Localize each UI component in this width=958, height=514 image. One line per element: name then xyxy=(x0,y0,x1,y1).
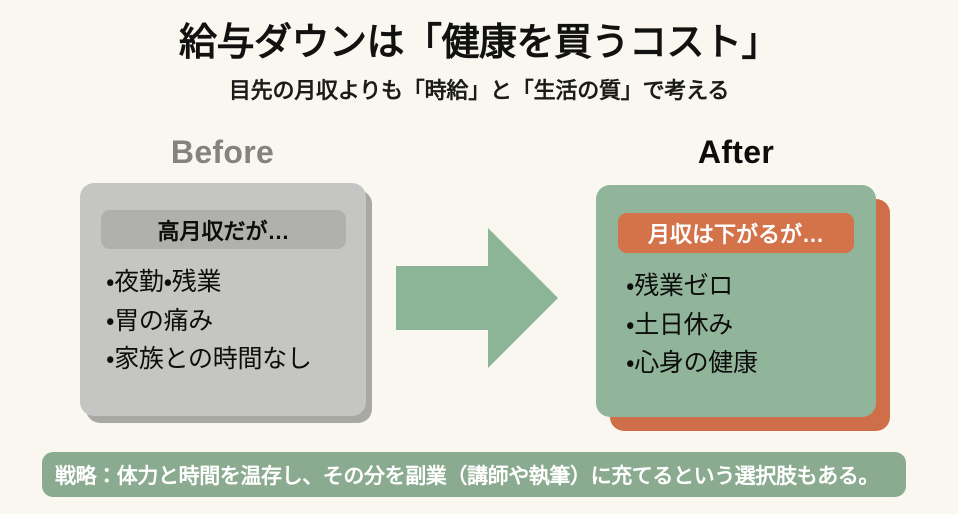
card-before: 高月収だが… ・夜勤・残業 ・胃の痛み ・家族との時間なし xyxy=(80,183,380,433)
list-item: ・夜勤・残業 xyxy=(106,268,222,296)
card-after-header-pill: 月収は下がるが… xyxy=(618,213,854,253)
card-after-body: 月収は下がるが… ・残業ゼロ ・土日休み ・心身の健康 xyxy=(596,185,876,417)
list-item: ・心身の健康 xyxy=(626,349,758,377)
footer-banner: 戦略：体力と時間を温存し、その分を副業（講師や執筆）に充てるという選択肢もある。 xyxy=(42,452,906,497)
card-before-bullet-list: ・夜勤・残業 ・胃の痛み ・家族との時間なし xyxy=(106,263,356,379)
footer-banner-text: 戦略：体力と時間を温存し、その分を副業（講師や執筆）に充てるという選択肢もある。 xyxy=(55,464,879,488)
card-before-body: 高月収だが… ・夜勤・残業 ・胃の痛み ・家族との時間なし xyxy=(80,183,366,416)
column-label-before: Before xyxy=(170,134,275,170)
card-after-bullet-list: ・残業ゼロ ・土日休み ・心身の健康 xyxy=(626,267,866,383)
list-item: ・土日休み xyxy=(626,310,734,339)
list-item: ・残業ゼロ xyxy=(626,272,734,300)
right-arrow-icon xyxy=(396,228,558,368)
list-item: ・胃の痛み xyxy=(106,306,214,335)
card-after: 月収は下がるが… ・残業ゼロ ・土日休み ・心身の健康 xyxy=(596,185,906,440)
column-label-after: After xyxy=(697,134,775,170)
page-subtitle: 目先の月収よりも「時給」と「生活の質」で考える xyxy=(228,78,730,103)
card-before-header-pill: 高月収だが… xyxy=(101,210,346,249)
page-title: 給与ダウンは「健康を買うコスト」 xyxy=(178,22,780,64)
list-item: ・家族との時間なし xyxy=(106,345,312,373)
